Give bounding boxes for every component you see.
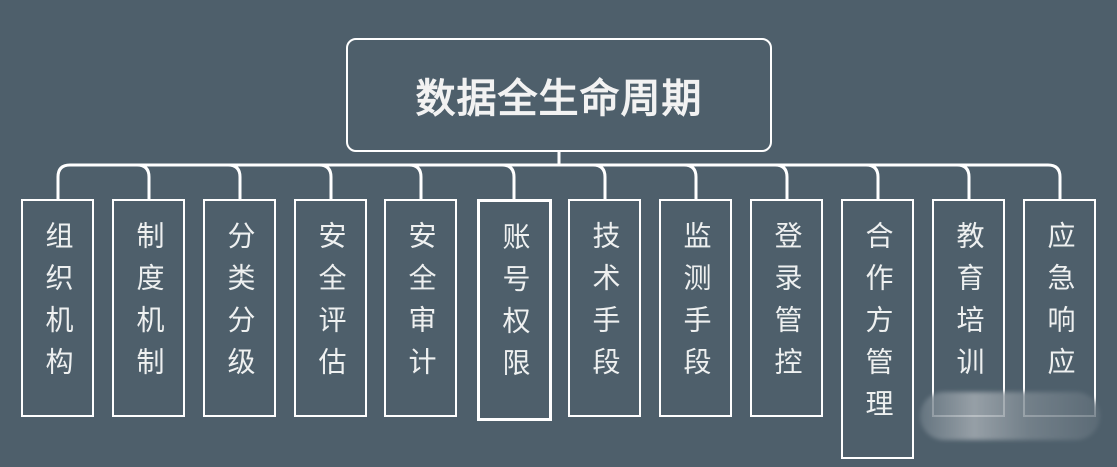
child-node: 账号权限: [477, 199, 552, 421]
child-label: 账号权限: [498, 222, 532, 390]
child-label: 分类分级: [223, 221, 257, 389]
root-node: 数据全生命周期: [346, 38, 772, 152]
child-node: 安全评估: [294, 199, 367, 417]
child-label: 监测手段: [679, 221, 713, 389]
child-label: 安全审计: [404, 221, 438, 389]
child-node: 组织机构: [21, 199, 94, 417]
child-label: 合作方管理: [861, 221, 895, 431]
child-node: 监测手段: [659, 199, 732, 417]
child-node: 教育培训: [932, 199, 1005, 417]
connector-path: [56, 152, 1062, 199]
child-label: 制度机制: [132, 221, 166, 389]
child-node: 制度机制: [112, 199, 185, 417]
child-node: 安全审计: [384, 199, 457, 417]
child-label: 安全评估: [314, 221, 348, 389]
root-label: 数据全生命周期: [415, 76, 703, 122]
child-label: 应急响应: [1043, 221, 1077, 389]
child-label: 组织机构: [41, 221, 75, 389]
child-node: 登录管控: [750, 199, 823, 417]
blurred-watermark: [920, 392, 1100, 440]
child-label: 教育培训: [952, 221, 986, 389]
child-node: 应急响应: [1023, 199, 1096, 417]
child-label: 登录管控: [770, 221, 804, 389]
child-node: 合作方管理: [841, 199, 914, 459]
child-node: 分类分级: [203, 199, 276, 417]
child-label: 技术手段: [588, 221, 622, 389]
child-node: 技术手段: [568, 199, 641, 417]
